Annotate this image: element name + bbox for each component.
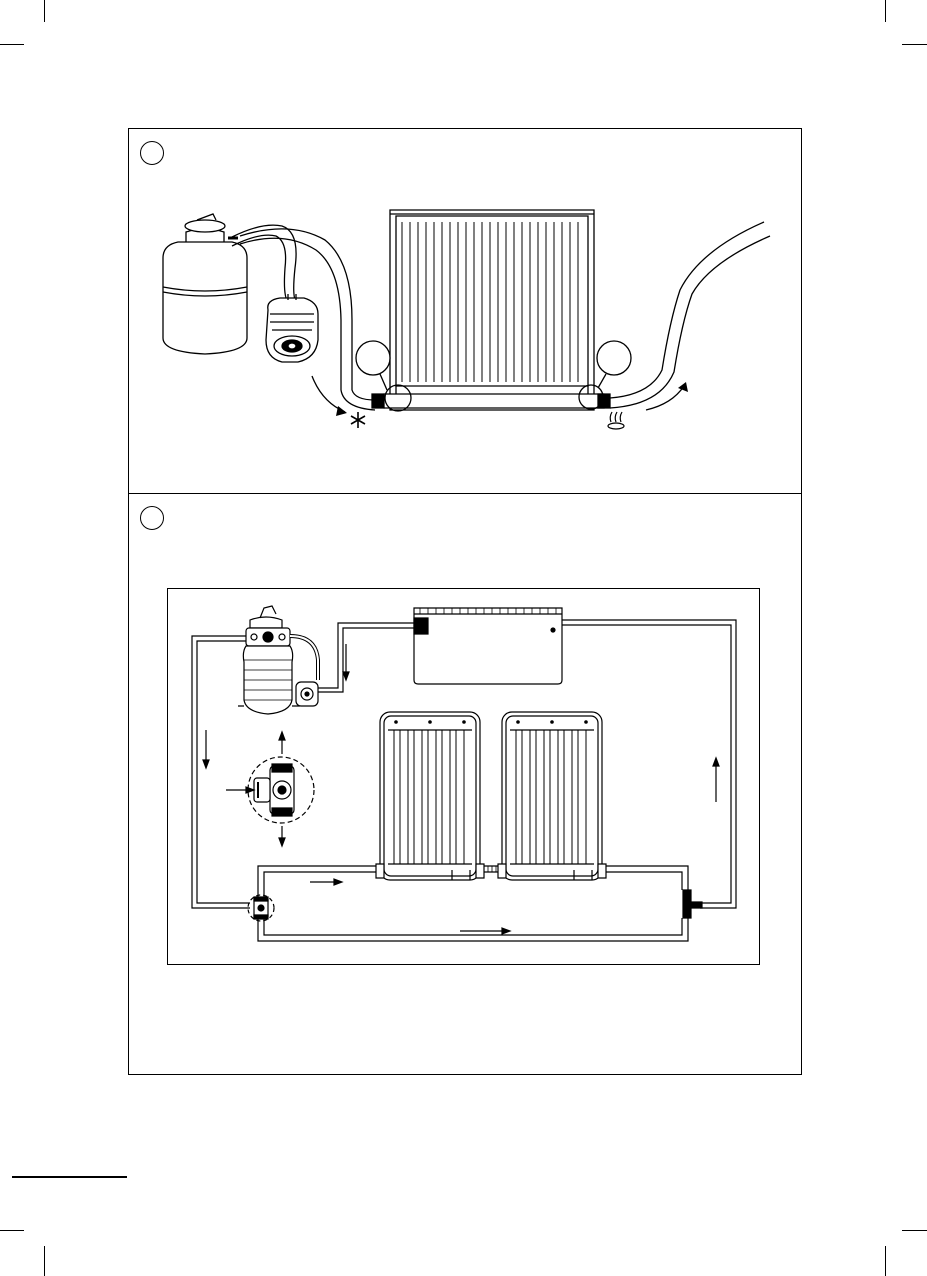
flow-arrow (279, 732, 285, 754)
filter-pump (238, 606, 318, 714)
pool (414, 608, 562, 684)
flow-arrow (713, 758, 719, 802)
flow-arrow (460, 928, 510, 934)
flow-arrow (203, 730, 209, 768)
flow-arrow (226, 787, 254, 793)
bypass-valve (248, 895, 274, 921)
valve-detail (248, 757, 314, 823)
solar-panel-right (498, 712, 606, 880)
flow-arrow (343, 644, 349, 680)
solar-panel-left (376, 712, 484, 880)
flow-arrow (310, 879, 342, 885)
t-connector (683, 890, 702, 918)
flow-arrow (279, 826, 285, 846)
